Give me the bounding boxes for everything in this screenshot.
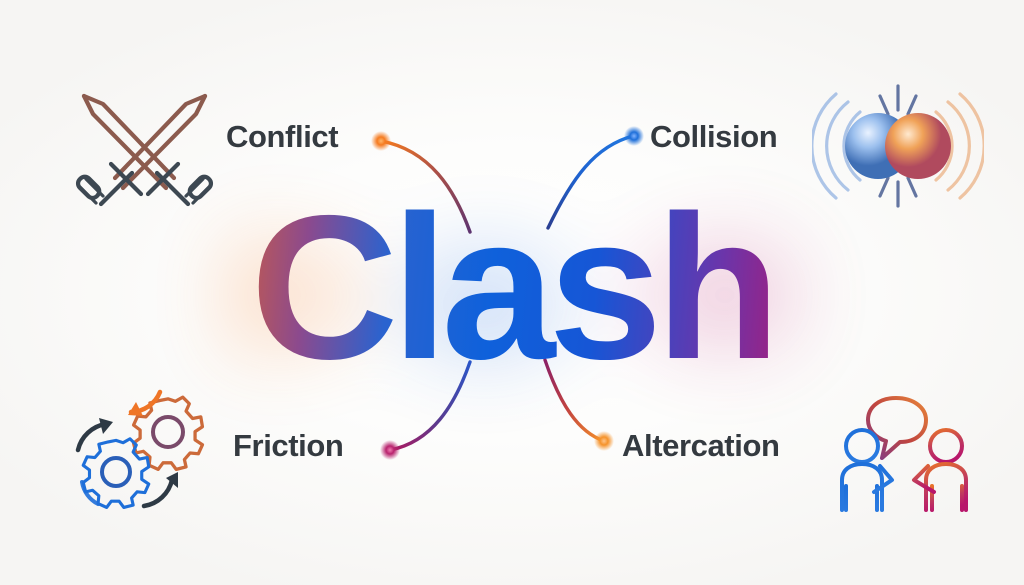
two-people-arguing-icon (822, 388, 992, 520)
label-conflict: Conflict (226, 119, 339, 154)
connector-dot-friction (380, 440, 400, 460)
colliding-spheres-icon (810, 82, 986, 210)
connector-dot-collision (624, 126, 644, 146)
crossed-swords-icon (62, 78, 227, 210)
page-title-clash: Clash (0, 185, 1024, 390)
wordmark-glow (215, 200, 815, 390)
connector-dot-altercation (594, 431, 614, 451)
label-altercation: Altercation (622, 428, 780, 463)
connector-dot-conflict (371, 131, 391, 151)
label-friction: Friction (233, 428, 344, 463)
label-collision: Collision (650, 119, 778, 154)
gears-icon (58, 382, 230, 518)
